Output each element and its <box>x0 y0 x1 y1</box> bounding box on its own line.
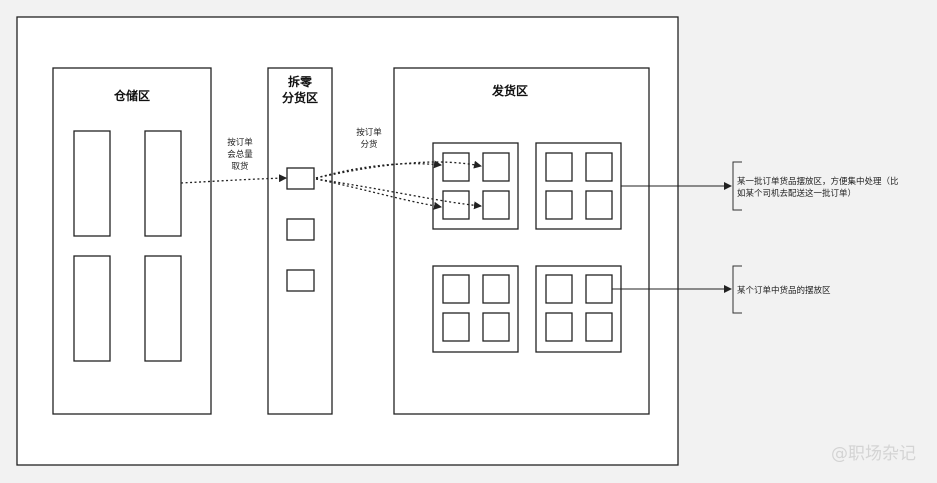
split-slot <box>286 269 315 292</box>
split-sorting-zone <box>267 67 333 415</box>
split-title-line1: 拆零 <box>288 74 313 89</box>
batch-note-line2: 如某个司机去配送这一批订单） <box>737 188 856 199</box>
pick-label-line2: 会总量 <box>227 149 253 160</box>
warehouse-zone <box>52 67 212 415</box>
batch-note-bracket <box>732 161 742 211</box>
single-note-bracket <box>732 265 742 314</box>
sort-label-line1: 按订单 <box>356 127 382 138</box>
order-cell <box>442 190 470 220</box>
sort-flow-arrow <box>315 178 442 210</box>
order-cell <box>482 274 510 304</box>
single-note: 某个订单中货品的摆放区 <box>737 285 831 296</box>
sort-flow-arrow <box>315 160 482 179</box>
batch-note-line1: 某一批订单货品摆放区，方便集中处理（比 <box>737 176 899 187</box>
warehouse-title: 仓储区 <box>113 88 150 103</box>
order-cell <box>482 190 510 220</box>
order-cell <box>482 312 510 342</box>
order-cell <box>585 274 613 304</box>
order-cell <box>545 274 573 304</box>
storage-rack <box>73 255 111 362</box>
split-slot <box>286 167 315 190</box>
order-cell <box>442 312 470 342</box>
watermark: @职场杂记 <box>831 444 916 464</box>
order-cell <box>482 152 510 182</box>
order-cell <box>442 274 470 304</box>
order-cell <box>585 152 613 182</box>
order-cell <box>545 312 573 342</box>
pick-label-line1: 按订单 <box>227 137 253 148</box>
shipping-zone <box>393 67 650 415</box>
split-slot <box>286 218 315 241</box>
storage-rack <box>144 255 182 362</box>
order-cell <box>585 190 613 220</box>
order-cell <box>442 152 470 182</box>
storage-rack <box>73 130 111 237</box>
order-cell <box>545 152 573 182</box>
pick-label-line3: 取货 <box>231 161 249 172</box>
sort-label-line2: 分货 <box>360 139 378 150</box>
split-title-line2: 分货区 <box>282 90 318 105</box>
order-cell <box>545 190 573 220</box>
storage-rack <box>144 130 182 237</box>
sort-flow-arrow <box>315 178 482 210</box>
shipping-title: 发货区 <box>491 83 528 98</box>
order-cell <box>585 312 613 342</box>
